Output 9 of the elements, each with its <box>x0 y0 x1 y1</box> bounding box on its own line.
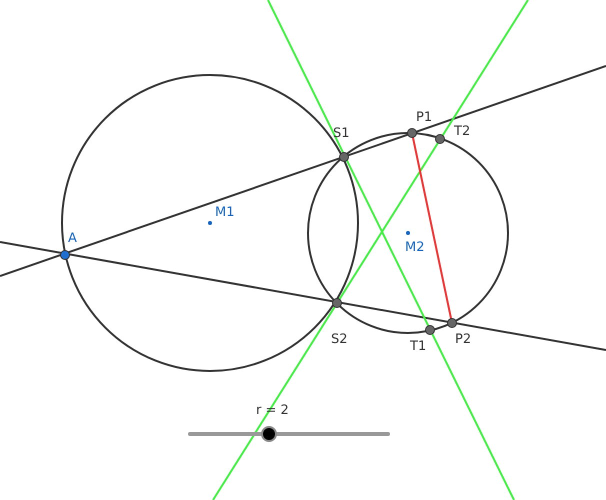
point-label: S1 <box>333 126 350 141</box>
point-label: S2 <box>331 332 348 347</box>
point-label: P2 <box>455 332 472 347</box>
point-label: T1 <box>410 339 426 354</box>
point-label: M1 <box>215 205 234 220</box>
point-label: A <box>68 231 77 246</box>
point-label: P1 <box>416 110 432 125</box>
point-label: T2 <box>454 124 470 139</box>
point-label: M2 <box>405 240 424 255</box>
